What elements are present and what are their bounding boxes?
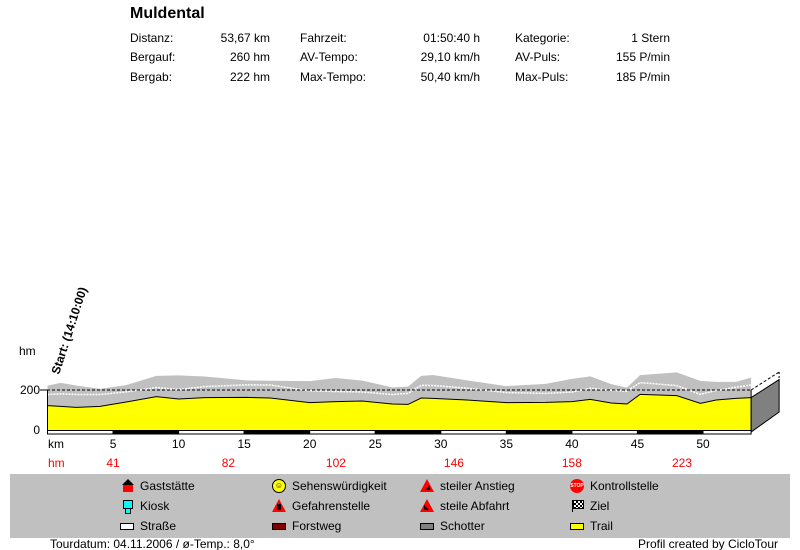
y-axis-label: hm	[19, 344, 36, 358]
stat-label: AV-Puls:	[515, 50, 561, 64]
stat-value: 260 hm	[229, 50, 270, 64]
x-tick-label: 5	[110, 437, 117, 451]
km-bar-segment	[440, 430, 507, 435]
stat-label: Fahrzeit:	[300, 31, 347, 45]
x-tick-label: 30	[434, 437, 448, 451]
white-line	[47, 381, 752, 396]
legend-label: Schotter	[440, 519, 485, 533]
legend-label: steile Abfahrt	[440, 499, 510, 513]
tour-title: Muldental	[130, 5, 205, 22]
smiley-icon: ☺	[272, 479, 286, 493]
stat-value: 155 P/min	[615, 50, 670, 64]
hm-marker: 146	[444, 456, 464, 470]
legend-label: Straße	[140, 519, 177, 533]
hm-marker: 41	[106, 456, 120, 470]
km-bar-segment	[112, 430, 180, 435]
hm-marker: 102	[326, 456, 346, 470]
legend-label: steiler Anstieg	[440, 479, 515, 493]
x-axis-label: km	[48, 437, 64, 451]
legend-label: Forstweg	[292, 519, 342, 533]
km-bar-segment	[636, 430, 704, 435]
x-tick-label: 25	[369, 437, 383, 451]
km-bar-segment	[243, 430, 311, 435]
stat-value: 01:50:40 h	[423, 31, 480, 45]
x-tick-label: 20	[303, 437, 317, 451]
x-tick-label: 50	[696, 437, 710, 451]
road-swatch-icon	[120, 519, 134, 533]
km-bar-segment	[178, 430, 245, 435]
climb-sign-icon	[420, 479, 434, 493]
profile-side-face	[750, 378, 780, 433]
stat-value: 50,40 km/h	[420, 70, 480, 84]
x-tick-label: 10	[172, 437, 186, 451]
y-tick-label: 0	[33, 423, 40, 437]
km-bar-segment	[702, 430, 752, 435]
legend: Gaststätte ☺ Sehenswürdigkeit steiler Ansti…	[10, 474, 790, 538]
warning-sign-icon	[272, 499, 286, 513]
stat-label: Distanz:	[130, 31, 174, 45]
legend-label: Gefahrenstelle	[292, 499, 371, 513]
house-icon	[120, 479, 134, 493]
elevation-area	[47, 394, 752, 430]
stat-label: Bergauf:	[130, 50, 176, 64]
start-label: Start: (14:10:00)	[49, 285, 90, 376]
stat-label: Max-Puls:	[515, 70, 569, 84]
x-tick-label: 35	[500, 437, 514, 451]
legend-label: Sehenswürdigkeit	[292, 479, 387, 493]
km-bar-segment	[47, 430, 114, 435]
legend-label: Kiosk	[140, 499, 170, 513]
legend-label: Gaststätte	[140, 479, 195, 493]
trail-swatch-icon	[570, 519, 584, 533]
elevation-chart: hm 0 200 km 5 10 15 20 25 30 35 40 45 50 hm 41 82 102 146 1…	[19, 285, 780, 470]
stat-value: 53,67 km	[220, 31, 270, 45]
km-bar-segment	[505, 430, 573, 435]
elevation-line	[47, 393, 752, 408]
reference-line-depth	[750, 371, 780, 391]
stat-label: AV-Tempo:	[300, 50, 358, 64]
stat-value: 222 hm	[229, 70, 270, 84]
footer-tour-date: Tourdatum: 04.11.2006 / ø-Temp.: 8,0°	[50, 537, 255, 550]
stop-sign-icon: STOP	[570, 479, 584, 493]
stat-value: 29,10 km/h	[420, 50, 480, 64]
kiosk-icon	[120, 499, 134, 514]
forest-road-swatch-icon	[272, 519, 286, 533]
x-tick-label: 15	[237, 437, 251, 451]
hm-marker: 82	[222, 456, 236, 470]
legend-label: Trail	[590, 519, 613, 533]
km-bar-segment	[571, 430, 638, 435]
footer-credit: Profil created by CicloTour	[637, 537, 778, 550]
stat-label: Bergab:	[130, 70, 173, 84]
x-tick-label: 40	[565, 437, 579, 451]
km-bar-segment	[374, 430, 442, 435]
km-bar-segment	[309, 430, 376, 435]
stat-value: 1 Stern	[631, 31, 670, 45]
stat-label: Kategorie:	[515, 31, 570, 45]
legend-label: Kontrollstelle	[590, 479, 659, 493]
descent-sign-icon	[420, 499, 434, 513]
stat-value: 185 P/min	[615, 70, 670, 84]
hm-marker: 223	[672, 456, 692, 470]
hm-marker: 158	[562, 456, 582, 470]
hm-row-label: hm	[48, 456, 65, 470]
stat-label: Max-Tempo:	[300, 70, 367, 84]
legend-label: Ziel	[590, 499, 610, 513]
checkered-flag-icon	[570, 499, 584, 513]
x-tick-label: 45	[631, 437, 645, 451]
gravel-swatch-icon	[420, 519, 434, 533]
y-tick-label: 200	[20, 383, 40, 397]
